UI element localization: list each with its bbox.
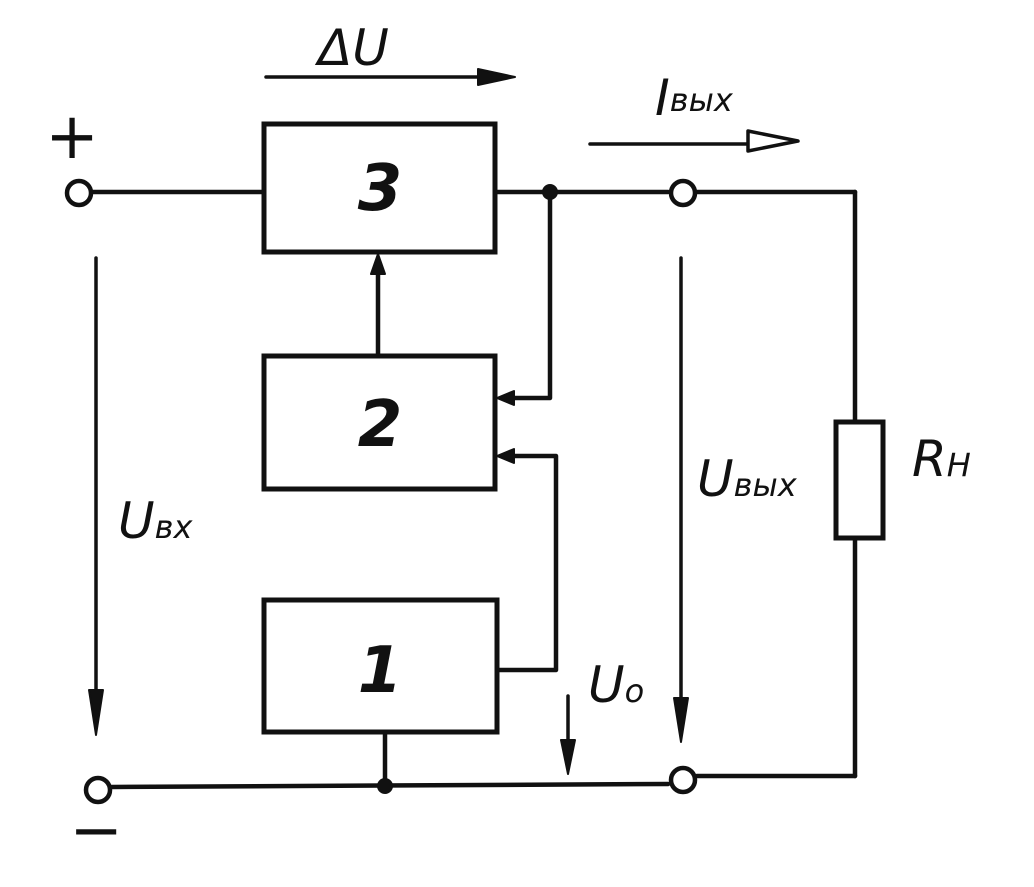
reference-arrowhead xyxy=(496,448,515,464)
output-current-subscript: вых xyxy=(670,81,734,119)
output-plus-terminal xyxy=(668,178,698,208)
block-2 xyxy=(261,353,498,492)
feedback-wire xyxy=(507,189,553,401)
output-voltage-symbol: U xyxy=(697,450,734,508)
feedback-arrowhead xyxy=(496,390,515,406)
delta-u-arrowhead xyxy=(477,68,516,86)
load-resistor-subscript: Н xyxy=(947,446,971,484)
plus-sign: + xyxy=(45,100,99,174)
reference-voltage-symbol: U xyxy=(588,656,625,714)
load-resistor xyxy=(833,419,886,541)
output-voltage-label: Uвых xyxy=(697,450,798,508)
load-resistor-symbol: R xyxy=(912,430,947,488)
block-3-label: 3 xyxy=(358,152,403,226)
minus-sign: − xyxy=(69,794,123,868)
reference-voltage-arrowhead xyxy=(560,739,576,775)
output-junction-dot xyxy=(542,184,558,200)
reference-voltage-label: Uo xyxy=(588,656,644,714)
block-1-label: 1 xyxy=(358,634,403,708)
input-voltage-label: Uвх xyxy=(118,492,193,550)
ground-junction-dot xyxy=(377,778,393,794)
input-voltage-subscript: вх xyxy=(155,508,194,546)
block-3 xyxy=(261,121,498,255)
load-resistor-label: RН xyxy=(912,430,971,488)
output-minus-terminal xyxy=(668,765,698,795)
control-arrowhead xyxy=(370,253,386,275)
input-minus-terminal xyxy=(83,775,113,805)
output-current-label: Iвых xyxy=(655,69,734,127)
block-1 xyxy=(261,597,500,735)
output-voltage-arrowhead xyxy=(673,697,689,743)
input-voltage-symbol: U xyxy=(118,492,155,550)
output-current-symbol: I xyxy=(655,69,670,127)
reference-wire xyxy=(494,453,559,673)
output-current-arrowhead xyxy=(746,129,800,153)
input-plus-terminal xyxy=(64,178,94,208)
input-voltage-arrowhead xyxy=(88,689,104,736)
reference-voltage-subscript: o xyxy=(625,672,645,710)
block-2-label: 2 xyxy=(358,388,403,462)
output-voltage-subscript: вых xyxy=(734,466,798,504)
delta-u-label: ΔU xyxy=(314,19,389,77)
